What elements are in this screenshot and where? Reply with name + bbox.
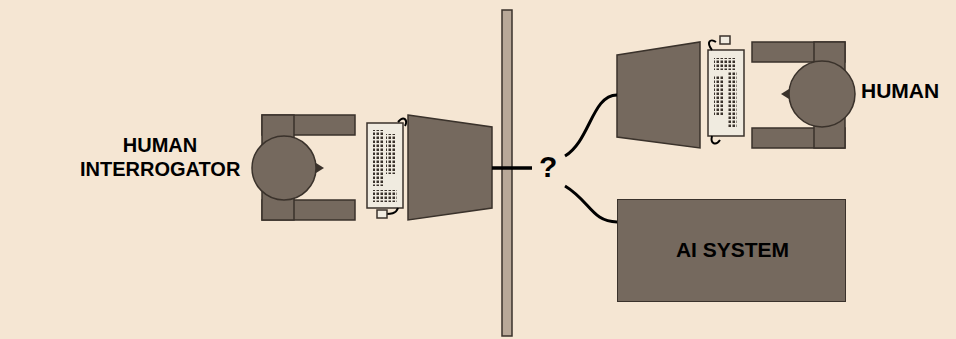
interrogator-head bbox=[252, 136, 324, 200]
human-monitor bbox=[617, 42, 700, 148]
node-label: HUMAN INTERROGATOR bbox=[80, 133, 240, 181]
separating-wall bbox=[502, 10, 512, 336]
border bbox=[8, 8, 956, 338]
question-mark: ? bbox=[539, 150, 557, 184]
human-station: HUMAN bbox=[617, 40, 956, 150]
cable-connector bbox=[492, 95, 617, 168]
interrogator-keyboard bbox=[367, 119, 406, 218]
interrogator-station: HUMAN INTERROGATOR bbox=[80, 110, 492, 222]
interrogator-monitor bbox=[408, 115, 492, 220]
ai-system-box: AI SYSTEM bbox=[617, 199, 846, 302]
node-label: AI SYSTEM bbox=[618, 237, 847, 262]
node-label: HUMAN bbox=[861, 78, 956, 103]
human-keyboard bbox=[708, 36, 744, 143]
human-head bbox=[781, 61, 855, 127]
cable-connector bbox=[492, 168, 617, 222]
